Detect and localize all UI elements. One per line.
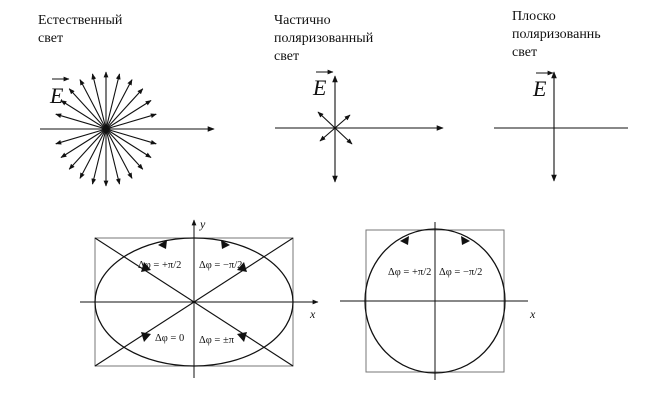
partial-light-panel: Частично поляризованный свет E	[274, 13, 444, 183]
natural-e-vector	[79, 128, 107, 179]
diagonal-arrow-lower-left	[141, 332, 151, 342]
ellipse-diagram: x y Δφ = +π/2 Δφ = −π/2 Δφ = 0 Δφ = ±π	[80, 217, 319, 378]
partial-caption: Частично поляризованный свет	[274, 13, 377, 64]
natural-e-vector	[60, 128, 107, 158]
natural-light-panel: Естественный свет E	[38, 13, 215, 187]
ellipse-arrow-upper-right	[221, 240, 230, 249]
natural-e-vector	[105, 73, 121, 130]
ellipse-arrow-upper-left	[158, 240, 167, 249]
plane-caption: Плоско поляризованнь свет	[512, 9, 604, 60]
natural-e-vector	[105, 113, 157, 130]
plane-light-panel: Плоско поляризованнь свет E	[494, 9, 628, 182]
natural-e-vector	[68, 88, 107, 130]
natural-e-vector	[68, 128, 107, 170]
label-dphi-pm-pi: Δφ = ±π	[199, 335, 235, 346]
natural-e-vector	[79, 79, 107, 130]
natural-e-vector	[105, 79, 133, 130]
natural-e-vector	[55, 113, 107, 130]
diagonal-arrow-lower-right	[237, 332, 247, 342]
natural-e-vector	[91, 73, 107, 130]
natural-e-vector	[105, 128, 157, 145]
circle-arrow-right	[461, 236, 470, 245]
natural-e-vector-label: E	[49, 83, 64, 108]
polarization-ellipse	[94, 237, 294, 367]
natural-e-vector	[105, 100, 152, 130]
label-dphi-minus-pi2: Δφ = −π/2	[199, 260, 242, 271]
label-circle-dphi-minus-pi2: Δφ = −π/2	[439, 267, 482, 278]
label-dphi-plus-pi2: Δφ = +π/2	[138, 260, 181, 271]
label-circle-dphi-plus-pi2: Δφ = +π/2	[388, 267, 431, 278]
natural-caption: Естественный свет	[38, 13, 126, 46]
circle-arrow-left	[400, 236, 409, 245]
diagonal-arrow-upper-right	[237, 262, 247, 272]
ellipse-phase-labels: Δφ = +π/2 Δφ = −π/2 Δφ = 0 Δφ = ±π	[138, 260, 242, 346]
ellipse-y-label: y	[199, 217, 206, 231]
natural-e-vector	[55, 128, 107, 145]
natural-e-vector	[105, 88, 144, 130]
diagonal-arrow-upper-left	[141, 262, 151, 272]
label-dphi-zero: Δφ = 0	[155, 333, 184, 344]
partial-e-vectors	[317, 75, 353, 183]
natural-e-vector	[105, 128, 121, 185]
ellipse-diagonal-2	[94, 237, 294, 367]
ellipse-x-label: x	[309, 307, 316, 321]
natural-e-vector	[91, 128, 107, 185]
natural-e-vector	[105, 128, 133, 179]
circle-phase-labels: Δφ = +π/2 Δφ = −π/2	[388, 267, 482, 278]
natural-e-vector	[105, 128, 144, 170]
natural-e-vectors-star	[55, 71, 157, 187]
natural-e-vector	[60, 100, 107, 130]
polarization-circle	[364, 228, 506, 374]
natural-e-vector	[105, 128, 152, 158]
plane-e-vector-label: E	[532, 76, 547, 101]
circle-diagram: x Δφ = +π/2 Δφ = −π/2	[340, 222, 536, 380]
partial-e-vector-label: E	[312, 75, 327, 100]
circle-x-label: x	[529, 307, 536, 321]
